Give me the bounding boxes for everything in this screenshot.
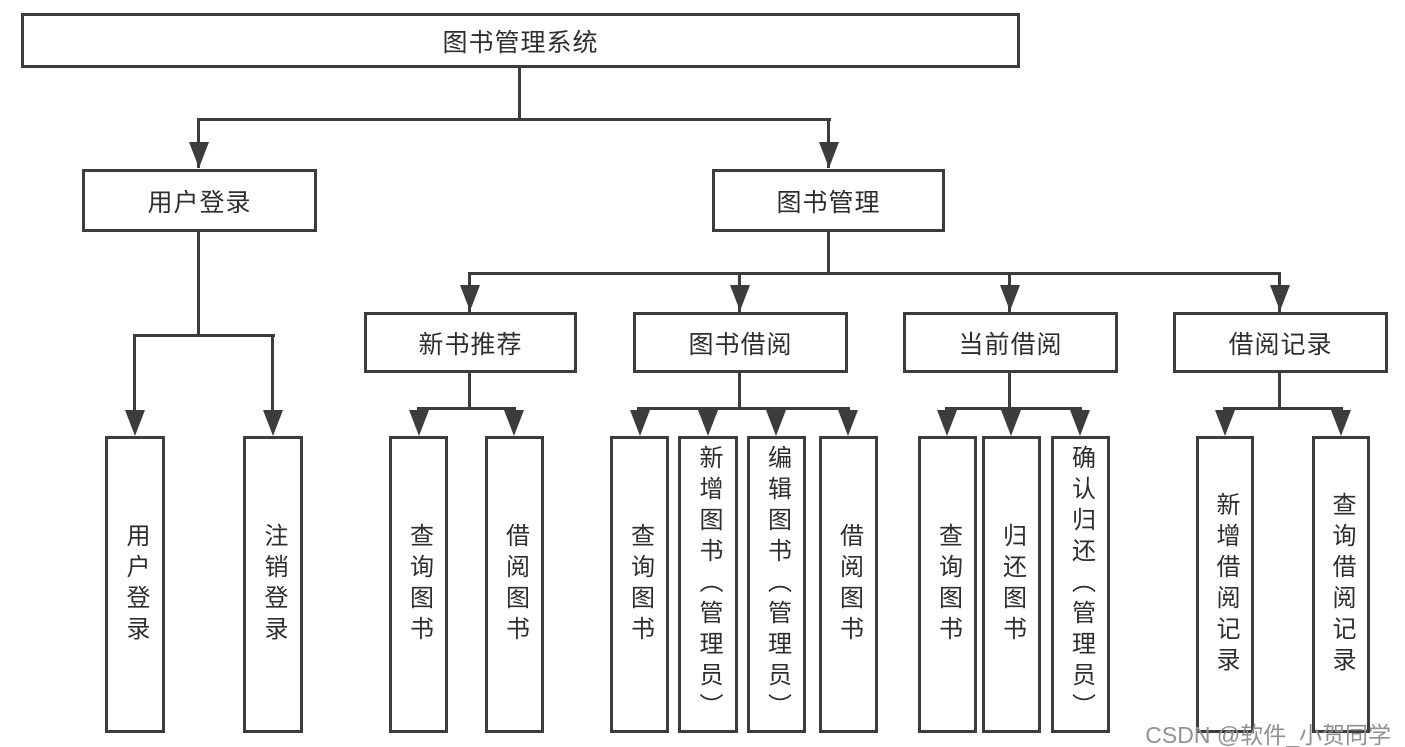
connector-vline — [1278, 371, 1281, 410]
node-label: 用户登录 — [122, 522, 149, 647]
leaf-borrow-edit-book-admin: 编辑图书（管理员） — [747, 436, 806, 733]
arrow-down-icon — [409, 410, 429, 436]
node-label: 注销登录 — [260, 522, 287, 647]
node-label: 图书借阅 — [688, 330, 793, 359]
node-label: 确认归还（管理员） — [1067, 445, 1095, 724]
leaf-borrow-query-book: 查询图书 — [610, 436, 669, 733]
node-user-login: 用户登录 — [82, 169, 317, 232]
node-label: 新增图书（管理员） — [695, 445, 722, 724]
node-new-book-recommend: 新书推荐 — [364, 312, 577, 373]
connector-hline — [468, 272, 1281, 275]
arrow-down-icon — [766, 410, 786, 436]
leaf-current-confirm-return-admin: 确认归还（管理员） — [1051, 436, 1110, 733]
leaf-current-query-book: 查询图书 — [918, 436, 977, 733]
leaf-user-login: 用户登录 — [105, 436, 165, 733]
arrow-down-icon — [189, 142, 209, 168]
arrow-down-icon — [1270, 285, 1290, 311]
connector-vline — [271, 334, 274, 411]
leaf-recommend-query-book: 查询图书 — [389, 436, 448, 733]
node-label: 查询图书 — [626, 522, 654, 647]
node-borrow-records: 借阅记录 — [1173, 312, 1388, 373]
arrow-down-icon — [698, 410, 718, 436]
connector-hline — [133, 334, 275, 337]
arrow-down-icon — [630, 410, 650, 436]
leaf-records-add-record: 新增借阅记录 — [1196, 436, 1254, 733]
connector-vline — [468, 371, 471, 410]
node-label: 借阅图书 — [501, 522, 529, 647]
node-label: 借阅记录 — [1228, 330, 1333, 359]
arrow-down-icon — [460, 285, 480, 311]
arrow-down-icon — [125, 410, 145, 436]
connector-hline — [417, 407, 516, 410]
arrow-down-icon — [1215, 410, 1235, 436]
arrow-down-icon — [730, 285, 750, 311]
node-current-borrow: 当前借阅 — [903, 312, 1118, 373]
node-label: 查询借阅记录 — [1328, 491, 1355, 678]
connector-hline — [637, 407, 850, 410]
connector-hline — [1223, 407, 1343, 410]
node-book-borrow: 图书借阅 — [633, 312, 848, 373]
leaf-borrow-borrow-book: 借阅图书 — [819, 436, 878, 733]
arrow-down-icon — [1331, 410, 1351, 436]
arrow-down-icon — [819, 142, 839, 168]
node-label: 查询图书 — [405, 522, 433, 647]
leaf-borrow-add-book-admin: 新增图书（管理员） — [678, 436, 738, 733]
node-label: 用户登录 — [147, 188, 252, 217]
arrow-down-icon — [937, 410, 957, 436]
node-label: 借阅图书 — [835, 522, 863, 647]
leaf-logout-login: 注销登录 — [243, 436, 303, 733]
node-label: 归还图书 — [998, 522, 1026, 647]
connector-vline — [738, 371, 741, 410]
leaf-recommend-borrow-book: 借阅图书 — [485, 436, 544, 733]
node-label: 编辑图书（管理员） — [763, 445, 791, 724]
connector-vline — [197, 230, 200, 336]
connector-vline — [518, 66, 521, 120]
connector-hline — [945, 407, 1082, 410]
node-label: 当前借阅 — [958, 330, 1063, 359]
node-label: 图书管理系统 — [442, 28, 599, 57]
node-book-management: 图书管理 — [712, 169, 945, 232]
connector-hline — [197, 118, 831, 121]
arrow-down-icon — [1070, 410, 1090, 436]
leaf-current-return-book: 归还图书 — [982, 436, 1041, 733]
arrow-down-icon — [1001, 410, 1021, 436]
node-label: 图书管理 — [776, 188, 881, 217]
leaf-records-query-record: 查询借阅记录 — [1312, 436, 1370, 733]
node-label: 新书推荐 — [418, 330, 523, 359]
connector-vline — [827, 230, 830, 274]
arrow-down-icon — [838, 410, 858, 436]
arrow-down-icon — [1000, 285, 1020, 311]
node-label: 新增借阅记录 — [1212, 491, 1239, 678]
connector-vline — [133, 334, 136, 411]
arrow-down-icon — [504, 410, 524, 436]
node-label: 查询图书 — [934, 522, 962, 647]
watermark: CSDN @软件_小贺同学 — [1145, 722, 1391, 747]
connector-vline — [1008, 371, 1011, 410]
arrow-down-icon — [263, 410, 283, 436]
node-root: 图书管理系统 — [21, 13, 1020, 68]
